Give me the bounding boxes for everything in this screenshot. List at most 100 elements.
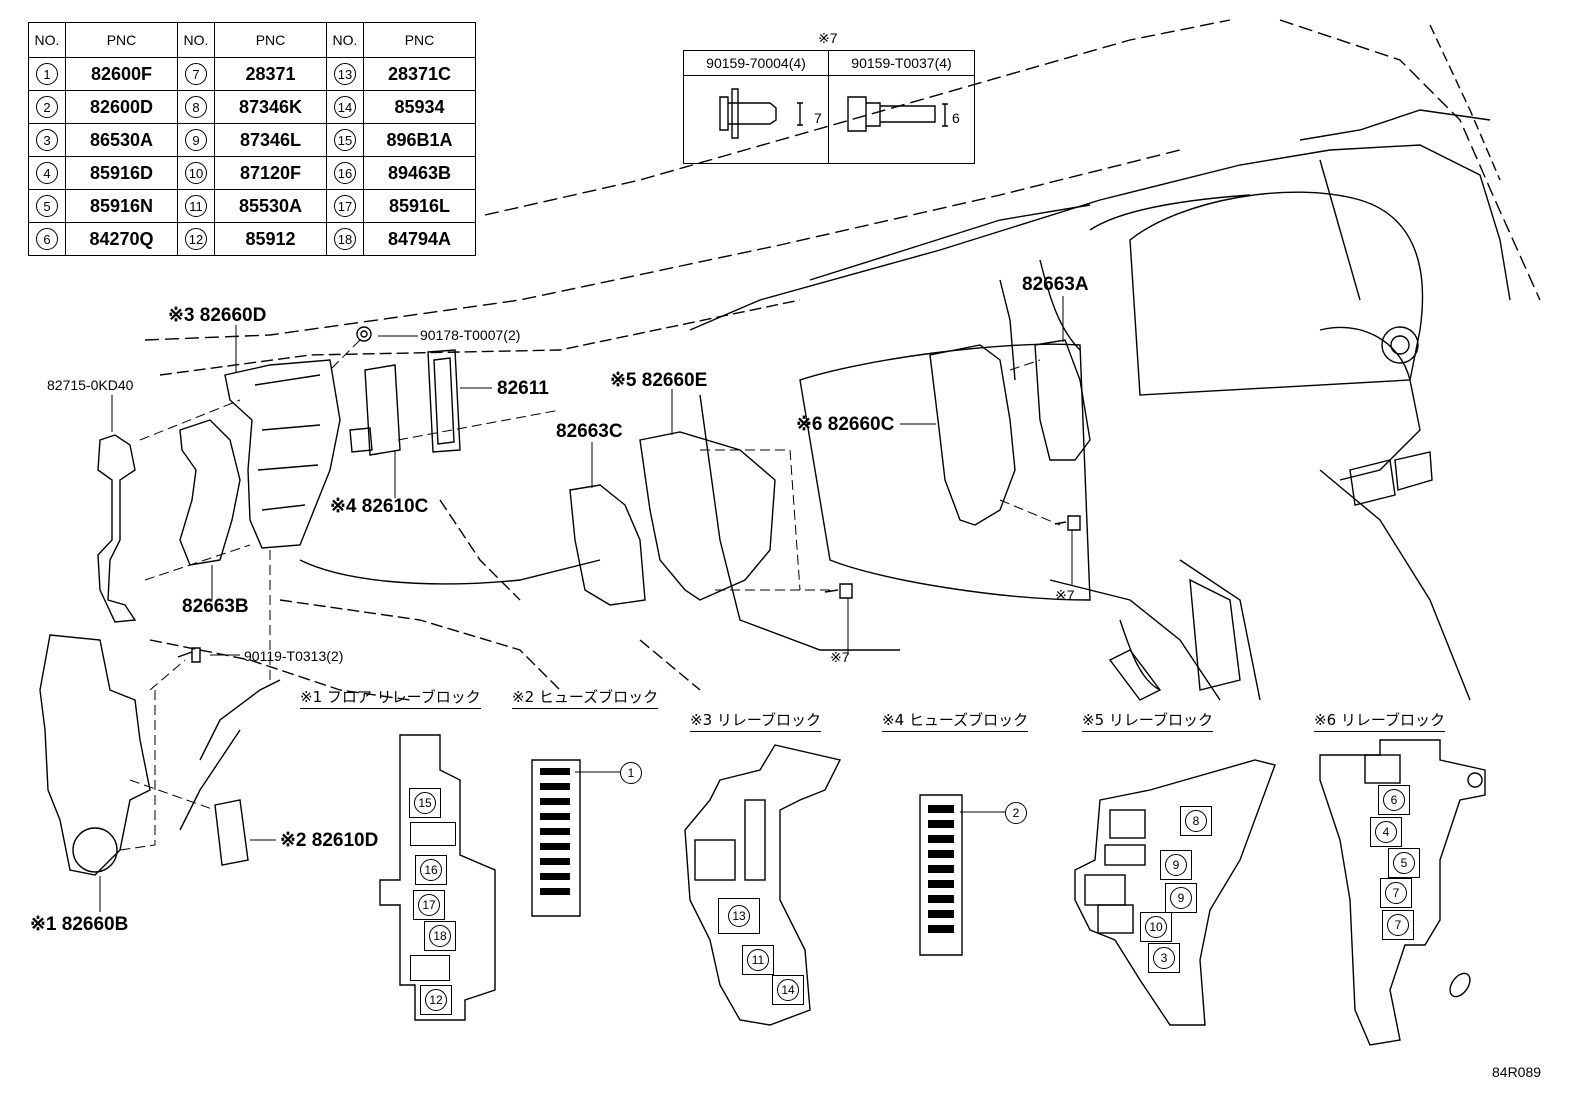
table-cell-pnc: 85934	[363, 90, 476, 124]
block5-slot: 9	[1165, 883, 1197, 913]
table-cell-pnc: 86530A	[65, 123, 178, 157]
table-cell-no: 13	[326, 57, 364, 91]
table-cell-pnc: 85530A	[214, 189, 327, 223]
label-82660B: ※1 82660B	[30, 914, 129, 935]
table-cell-no: 4	[28, 156, 66, 190]
circled-number: 10	[185, 162, 207, 184]
circled-number: 17	[334, 195, 356, 217]
circled-number: 4	[36, 162, 58, 184]
block3-slot: 13	[718, 898, 760, 934]
bolt-right-dim: 6	[952, 110, 960, 126]
block1-slot: 15	[409, 788, 441, 818]
table-cell-pnc: 85916D	[65, 156, 178, 190]
label-82610D: ※2 82610D	[280, 830, 379, 851]
block3-slot: 11	[742, 945, 774, 975]
block6-slot: 7	[1382, 910, 1414, 940]
header-cell: PNC	[363, 22, 476, 58]
circled-number: 3	[36, 129, 58, 151]
circled-number: 14	[334, 96, 356, 118]
table-cell-pnc: 82600F	[65, 57, 178, 91]
bolt-note: ※7	[818, 30, 838, 46]
slot-number: 16	[420, 859, 442, 881]
caption-fuse-block-4: ※4 ヒューズブロック	[882, 713, 1029, 732]
slot-number: 13	[728, 905, 750, 927]
block1-empty-slot	[410, 822, 456, 846]
circled-number: 11	[185, 195, 207, 217]
block1-empty-slot	[410, 955, 450, 981]
label-82660D: ※3 82660D	[168, 305, 267, 326]
table-cell-no: 11	[177, 189, 215, 223]
table-cell-no: 14	[326, 90, 364, 124]
circled-number: 1	[36, 63, 58, 85]
block1-slot: 16	[415, 855, 447, 885]
label-82663A: 82663A	[1022, 274, 1089, 295]
circled-number: 16	[334, 162, 356, 184]
table-cell-pnc: 87346K	[214, 90, 327, 124]
bolt-left-part: 90159-70004(4)	[684, 51, 828, 76]
table-cell-no: 1	[28, 57, 66, 91]
slot-number: 14	[777, 979, 799, 1001]
slot-number: 9	[1165, 854, 1187, 876]
table-cell-pnc: 28371C	[363, 57, 476, 91]
header-cell: NO.	[177, 22, 215, 58]
label-82715: 82715-0KD40	[47, 377, 134, 393]
header-cell: NO.	[326, 22, 364, 58]
slot-number: 7	[1385, 882, 1407, 904]
slot-number: 4	[1375, 821, 1397, 843]
block6-slot: 6	[1378, 785, 1410, 815]
table-cell-no: 8	[177, 90, 215, 124]
label-82663C: 82663C	[556, 421, 623, 442]
circled-number: 13	[334, 63, 356, 85]
table-cell-no: 18	[326, 222, 364, 256]
block1-slot: 12	[420, 985, 452, 1015]
bolt-right-part: 90159-T0037(4)	[829, 51, 974, 76]
table-cell-no: 10	[177, 156, 215, 190]
block6-slot: 4	[1370, 817, 1402, 847]
circled-number: 9	[185, 129, 207, 151]
slot-number: 10	[1145, 916, 1167, 938]
label-90119: 90119-T0313(2)	[244, 648, 344, 664]
table-cell-pnc: 85912	[214, 222, 327, 256]
bolt-divider	[828, 51, 829, 163]
circled-number: 18	[334, 228, 356, 250]
circled-number: 2	[36, 96, 58, 118]
table-cell-pnc: 896B1A	[363, 123, 476, 157]
slot-number: 17	[418, 894, 440, 916]
caption-relay-block-3: ※3 リレーブロック	[690, 713, 821, 732]
slot-number: 6	[1383, 789, 1405, 811]
block4-callout: 2	[1005, 802, 1027, 824]
circled-number: 5	[36, 195, 58, 217]
table-cell-pnc: 28371	[214, 57, 327, 91]
block6-slot: 5	[1388, 848, 1420, 878]
table-cell-pnc: 89463B	[363, 156, 476, 190]
table-cell-no: 3	[28, 123, 66, 157]
block2-callout: 1	[620, 762, 642, 784]
bolt-left-dim: 7	[814, 110, 822, 126]
label-82660C: ※6 82660C	[796, 414, 895, 435]
note-7-screw-b: ※7	[1055, 587, 1075, 603]
label-82611: 82611	[497, 378, 549, 399]
caption-relay-block-6: ※6 リレーブロック	[1314, 713, 1445, 732]
label-82663B: 82663B	[182, 596, 249, 617]
caption-relay-block-5: ※5 リレーブロック	[1082, 713, 1213, 732]
block5-slot: 9	[1160, 850, 1192, 880]
table-cell-no: 6	[28, 222, 66, 256]
table-cell-no: 7	[177, 57, 215, 91]
table-cell-pnc: 82600D	[65, 90, 178, 124]
bolt-table: 90159-70004(4) 90159-T0037(4) 7 6	[683, 50, 975, 164]
table-cell-pnc: 87346L	[214, 123, 327, 157]
table-cell-no: 2	[28, 90, 66, 124]
table-cell-no: 12	[177, 222, 215, 256]
slot-number: 18	[429, 925, 451, 947]
table-cell-no: 16	[326, 156, 364, 190]
table-cell-pnc: 85916L	[363, 189, 476, 223]
table-cell-pnc: 84794A	[363, 222, 476, 256]
circled-number: 6	[36, 228, 58, 250]
pnc-table-header: NO. PNC NO. PNC NO. PNC	[28, 22, 476, 58]
